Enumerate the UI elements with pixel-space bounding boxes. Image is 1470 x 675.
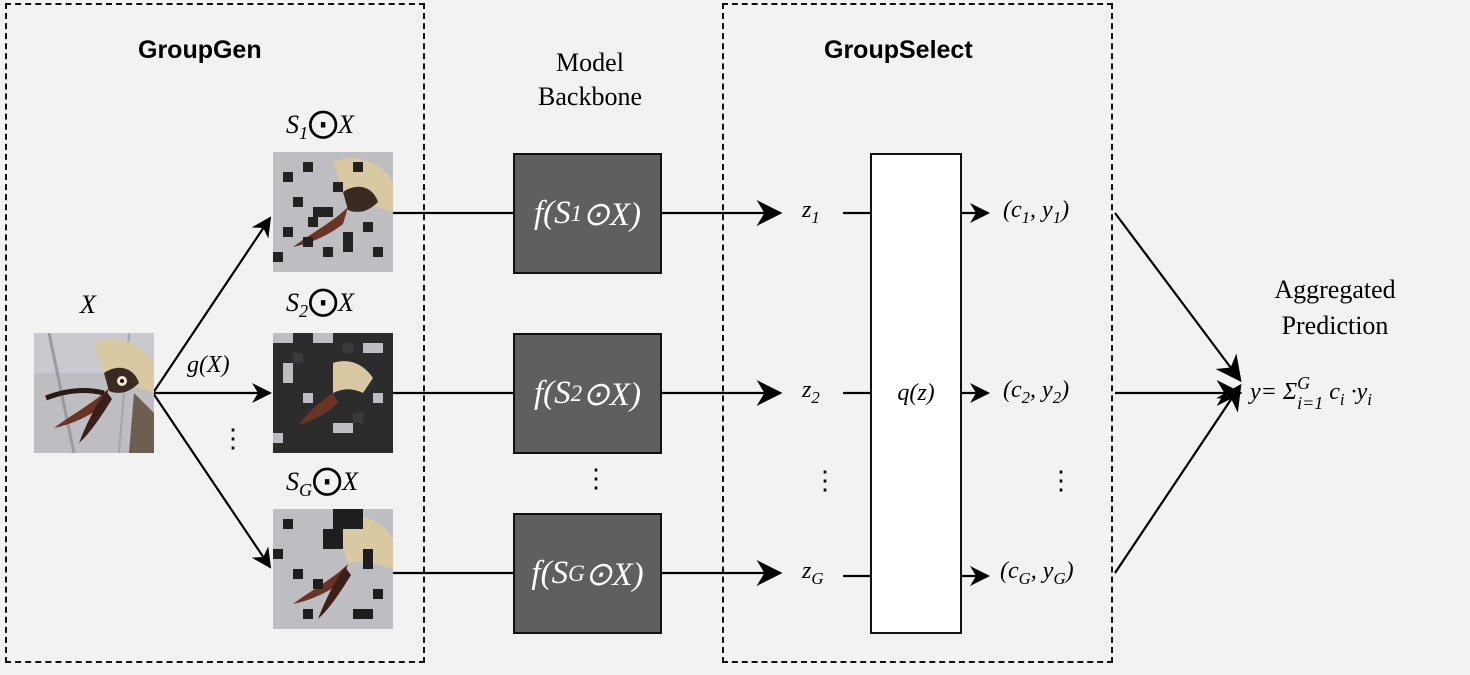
arrow xyxy=(1114,212,1242,383)
z-label-1: z1 xyxy=(802,197,820,227)
aggregate-caption-line1: Aggregated xyxy=(1274,275,1396,304)
masked-label-2: S2⨀X xyxy=(286,285,354,322)
backbone-caption: Model Backbone xyxy=(520,46,660,114)
masked-label-g: SG⨀X xyxy=(286,464,359,501)
input-label: X xyxy=(80,290,96,319)
masked-bird-photo-g xyxy=(273,509,393,629)
generator-label: g(X) xyxy=(187,352,230,378)
z-label-2: z2 xyxy=(802,377,820,407)
odot-icon: ⨀ xyxy=(312,464,343,497)
backbone-caption-line2: Backbone xyxy=(538,82,642,111)
groupgen-panel xyxy=(5,3,425,663)
arrow xyxy=(152,392,272,569)
masked-label-1: S1⨀X xyxy=(286,107,354,144)
odot-icon: ⨀ xyxy=(308,285,339,318)
aggregate-caption: Aggregated Prediction xyxy=(1255,272,1415,344)
output-label-g: (cG, yG) xyxy=(1000,558,1074,588)
selector-box: q(z) xyxy=(870,153,962,634)
bird-photo xyxy=(34,333,154,453)
arrow xyxy=(152,216,272,394)
groupgen-title: GroupGen xyxy=(138,36,262,64)
output-label-1: (c1, y1) xyxy=(1003,197,1070,227)
groupselect-title: GroupSelect xyxy=(824,36,973,64)
backbone-caption-line1: Model xyxy=(556,48,624,77)
arrow xyxy=(1114,383,1242,574)
aggregate-caption-line2: Prediction xyxy=(1281,311,1389,340)
groupselect-panel xyxy=(722,3,1113,663)
z-label-g: zG xyxy=(802,558,824,588)
ellipsis-backbone: ⋮ xyxy=(583,464,609,493)
masked-bird-photo-1 xyxy=(273,152,393,272)
ellipsis-groupgen: ⋮ xyxy=(220,424,246,453)
output-label-2: (c2, y2) xyxy=(1003,377,1070,407)
selector-label: q(z) xyxy=(897,380,935,406)
ellipsis-outputs: ⋮ xyxy=(1048,466,1074,495)
masked-bird-photo-2 xyxy=(273,333,393,453)
odot-icon: ⨀ xyxy=(308,107,339,140)
ellipsis-z: ⋮ xyxy=(812,466,838,495)
